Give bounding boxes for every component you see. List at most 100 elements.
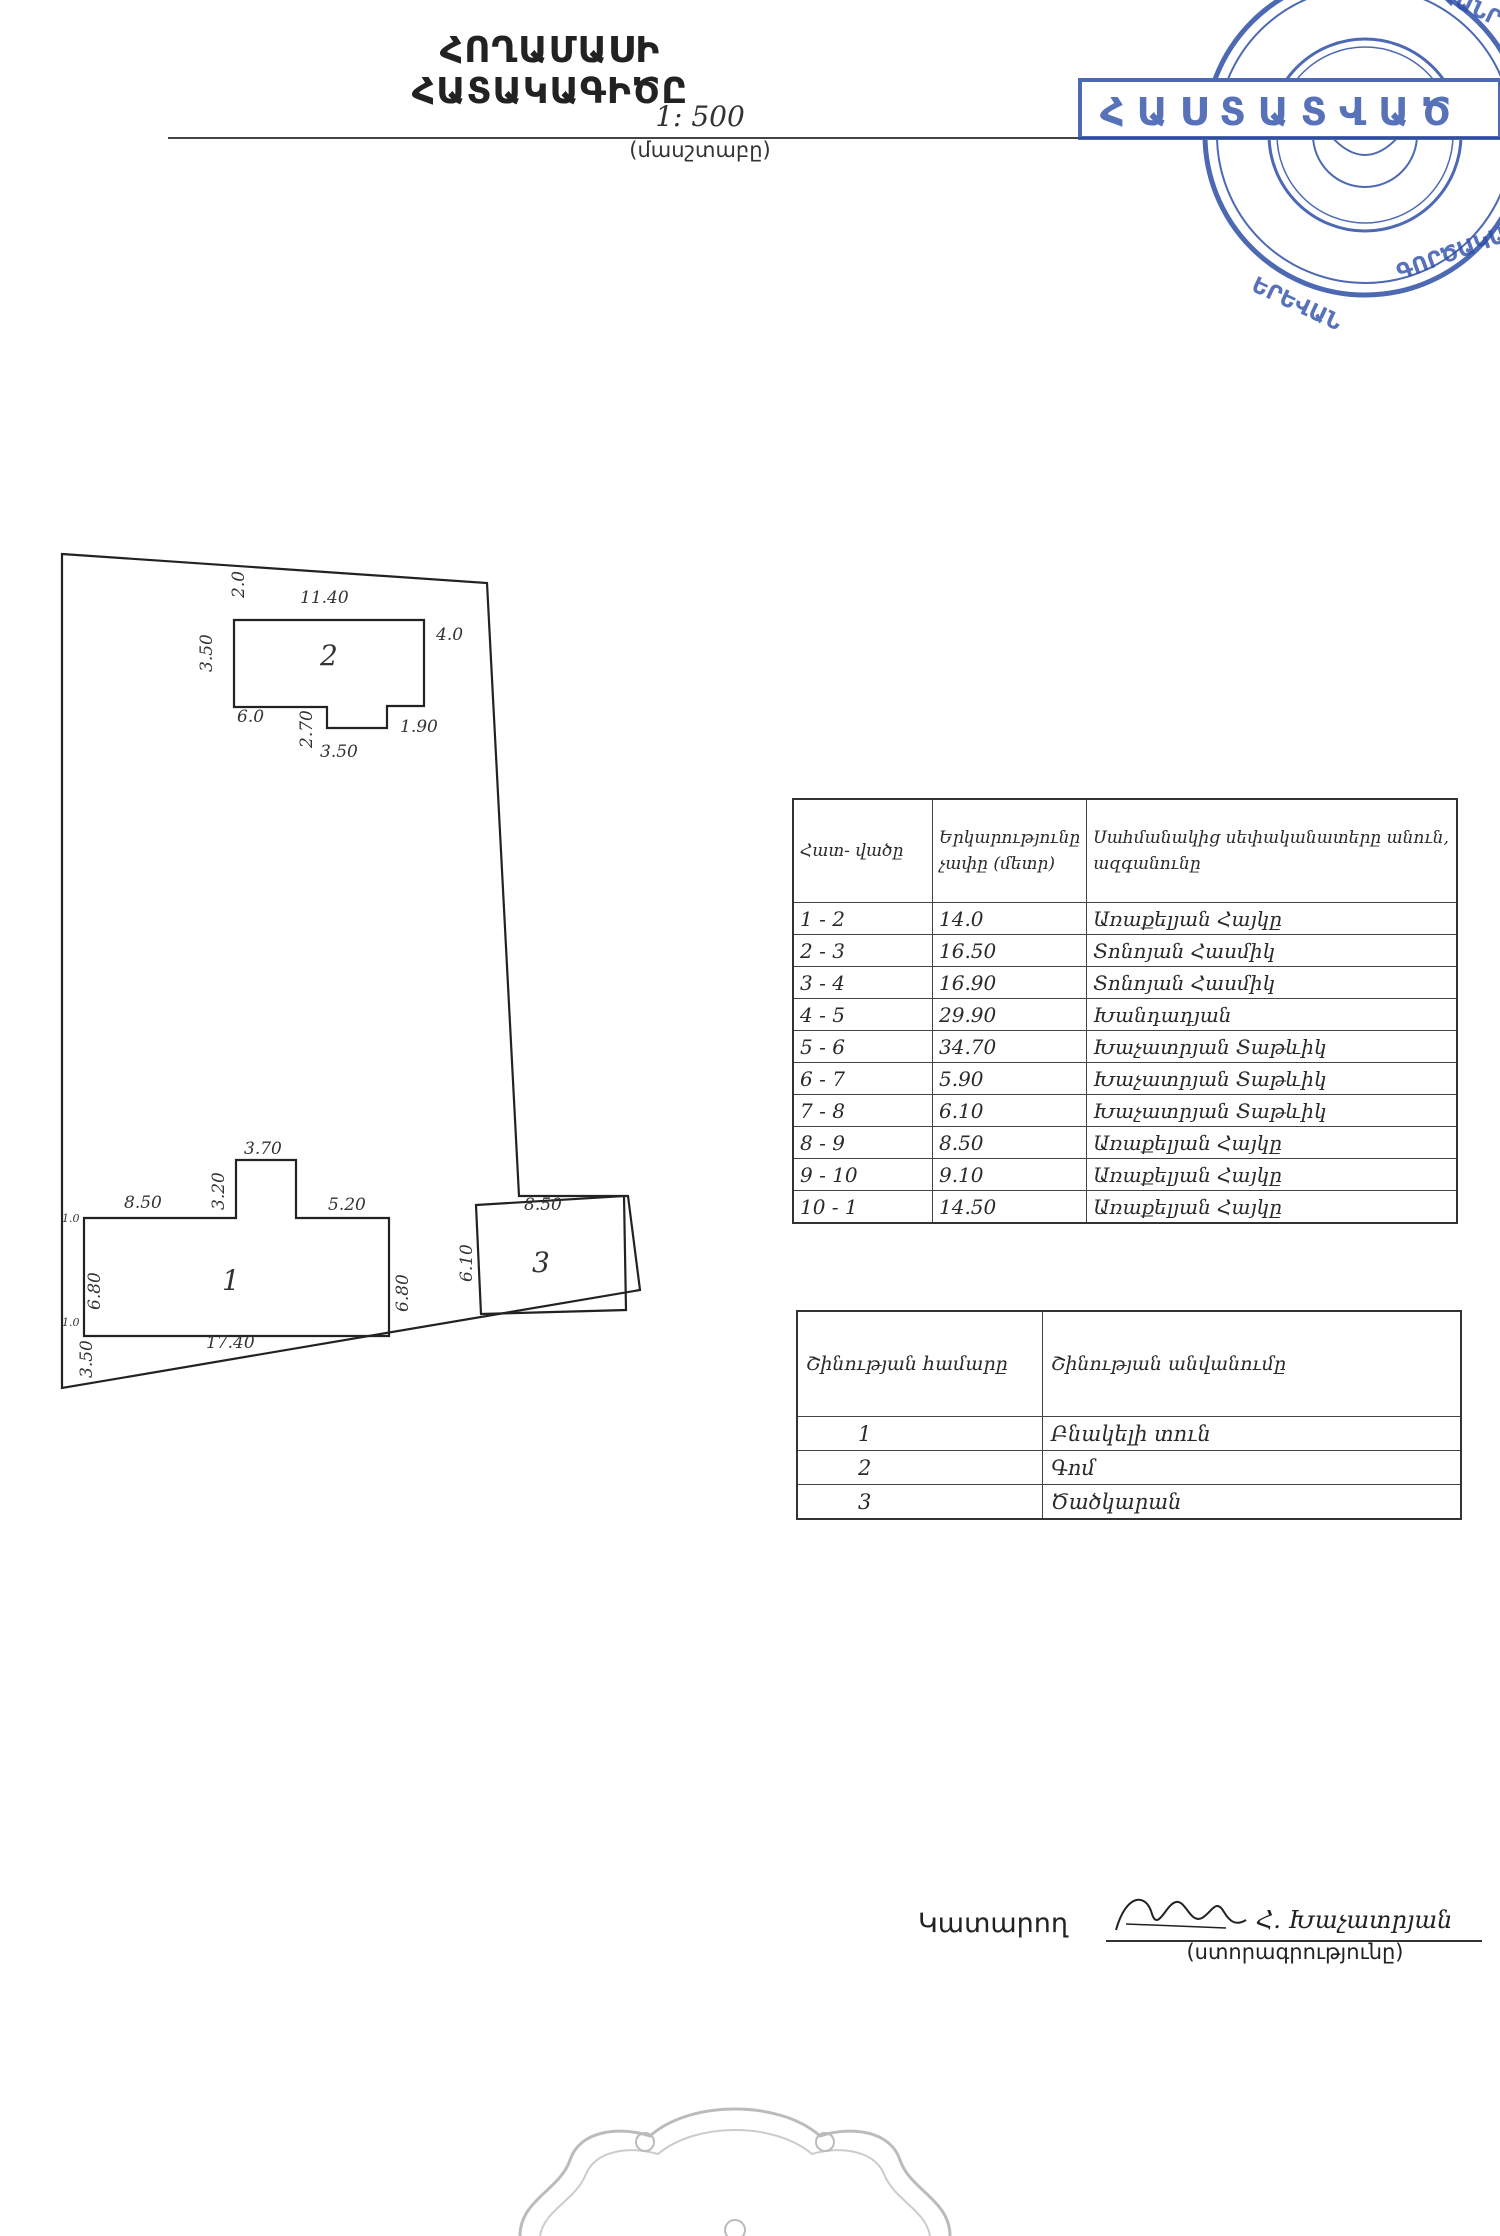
dim-label: 8.50: [524, 1195, 562, 1215]
building-name-cell: Բնակելի տուն: [1042, 1416, 1462, 1451]
building-name-cell: Ծածկարան: [1042, 1484, 1462, 1520]
signature-name: Հ. Խաչատրյան: [1256, 1906, 1452, 1934]
owner-cell: Խաչատրյան Տաթևիկ: [1086, 1062, 1458, 1095]
scale-caption: (մասշտաբը): [629, 138, 771, 162]
column-header: Երկարությունը չափը (մետր): [931, 798, 1088, 903]
length-cell: 34.70: [931, 1030, 1088, 1063]
signature-caption: (ստորագրությունը): [1186, 1940, 1404, 1964]
document-title: ՀՈՂԱՄԱՍԻ ՀԱՏԱԿԱԳԻԾԸ: [411, 30, 689, 112]
owner-cell: Առաքելյան Հայկը: [1086, 1158, 1458, 1191]
building-3-outline: [474, 1194, 628, 1316]
dim-label: 1.90: [400, 717, 438, 737]
length-cell: 29.90: [931, 998, 1088, 1031]
segment-cell: 10 - 1: [792, 1190, 933, 1224]
building-label-1: 1: [222, 1264, 240, 1297]
segment-cell: 6 - 7: [792, 1062, 933, 1095]
dim-label: 2.0: [229, 571, 249, 599]
table-row: 3 - 4 16.90 Տոնոյան Հասմիկ: [792, 966, 1458, 999]
dim-label: 17.40: [206, 1333, 255, 1353]
column-header: Սահմանակից սեփականատերը անուն, ազգանունը: [1086, 798, 1458, 903]
building-number-cell: 1: [796, 1416, 1043, 1451]
land-plot-plan: 2 1 3 11.40 2.0 3.50 4.0 6.0 2.70 3.50 1…: [60, 552, 642, 1390]
signature-line: [1106, 1940, 1482, 1942]
column-header: Շինության համարը: [796, 1310, 1043, 1417]
performer-label: Կատարող: [918, 1908, 1069, 1939]
dim-label: 6.10: [457, 1244, 477, 1282]
length-cell: 16.90: [931, 966, 1088, 999]
handwritten-signature: Հ. Խաչատրյան: [1115, 1898, 1452, 1934]
dim-label: 5.20: [328, 1195, 366, 1215]
owner-cell: Առաքելյան Հայկը: [1086, 1190, 1458, 1224]
dim-label: 6.0: [237, 707, 264, 727]
building-1-outline: [82, 1158, 391, 1338]
dim-label: 6.80: [85, 1272, 105, 1310]
dim-label: 3.70: [244, 1139, 282, 1159]
table-header-row: Հատ- վածը Երկարությունը չափը (մետր) Սահմ…: [792, 798, 1458, 903]
length-cell: 14.50: [931, 1190, 1088, 1224]
dim-label: 6.80: [393, 1274, 413, 1312]
owner-cell: Տոնոյան Հասմիկ: [1086, 934, 1458, 967]
dim-label: 3.20: [209, 1172, 229, 1210]
length-cell: 9.10: [931, 1158, 1088, 1191]
segment-cell: 2 - 3: [792, 934, 933, 967]
dim-label: 3.50: [320, 742, 358, 762]
table-row: 4 - 5 29.90 Խանդադյան: [792, 998, 1458, 1031]
length-cell: 5.90: [931, 1062, 1088, 1095]
official-seal-stamp: ՀԱՅԱՍՏԱՆԻ ՀԱՆՐԱՊԵՏՈՒԹՅՈՒՆ ԵՐԵՎԱՆ ԳՈՐԾԱԿԱ…: [1078, 0, 1500, 336]
table-header-row: Շինության համարը Շինության անվանումը: [796, 1310, 1462, 1417]
table-row: 6 - 7 5.90 Խաչատրյան Տաթևիկ: [792, 1062, 1458, 1095]
owner-cell: Խաչատրյան Տաթևիկ: [1086, 1030, 1458, 1063]
owner-cell: Խանդադյան: [1086, 998, 1458, 1031]
table-row: 8 - 9 8.50 Առաքելյան Հայկը: [792, 1126, 1458, 1159]
owner-cell: Առաքելյան Հայկը: [1086, 1126, 1458, 1159]
segment-cell: 8 - 9: [792, 1126, 933, 1159]
length-cell: 14.0: [931, 902, 1088, 935]
length-cell: 16.50: [931, 934, 1088, 967]
dim-label: 1.0: [62, 1316, 80, 1329]
table-row: 10 - 1 14.50 Առաքելյան Հայկը: [792, 1190, 1458, 1224]
scale-value: 1: 500: [655, 100, 745, 133]
building-label-3: 3: [532, 1246, 550, 1279]
owner-cell: Տոնոյան Հասմիկ: [1086, 966, 1458, 999]
table-row: 9 - 10 9.10 Առաքելյան Հայկը: [792, 1158, 1458, 1191]
column-header: Շինության անվանումը: [1042, 1310, 1462, 1417]
owner-cell: Խաչատրյան Տաթևիկ: [1086, 1094, 1458, 1127]
column-header: Հատ- վածը: [792, 798, 933, 903]
owner-cell: Առաքելյան Հայկը: [1086, 902, 1458, 935]
dim-label: 1.0: [62, 1212, 80, 1225]
building-2-outline: [232, 618, 426, 730]
table-row: 1 - 2 14.0 Առաքելյան Հայկը: [792, 902, 1458, 935]
segment-cell: 5 - 6: [792, 1030, 933, 1063]
segment-cell: 3 - 4: [792, 966, 933, 999]
building-number-cell: 2: [796, 1450, 1043, 1485]
segment-cell: 7 - 8: [792, 1094, 933, 1127]
dim-label: 8.50: [124, 1193, 162, 1213]
decorative-ornament: [518, 2107, 952, 2236]
table-row: 1 Բնակելի տուն: [796, 1416, 1462, 1451]
segment-cell: 1 - 2: [792, 902, 933, 935]
dim-label: 3.50: [77, 1340, 97, 1378]
table-row: 2 Գոմ: [796, 1450, 1462, 1485]
length-cell: 8.50: [931, 1126, 1088, 1159]
dim-label: 11.40: [300, 588, 349, 608]
stamp-center-text: ՀԱՍՏԱՏՎԱԾ: [1100, 90, 1463, 134]
dim-label: 2.70: [297, 710, 317, 749]
table-row: 7 - 8 6.10 Խաչատրյան Տաթևիկ: [792, 1094, 1458, 1127]
table-row: 5 - 6 34.70 Խաչատրյան Տաթևիկ: [792, 1030, 1458, 1063]
length-cell: 6.10: [931, 1094, 1088, 1127]
segment-cell: 9 - 10: [792, 1158, 933, 1191]
dim-label: 4.0: [435, 625, 463, 645]
plot-boundary: [60, 552, 642, 1390]
segment-cell: 4 - 5: [792, 998, 933, 1031]
svg-text:ԳՈՐԾԱԿԱԼ: ԳՈՐԾԱԿԱԼ: [1394, 218, 1500, 285]
building-name-cell: Գոմ: [1042, 1450, 1462, 1485]
title-underline: [168, 137, 1500, 139]
dim-label: 3.50: [197, 634, 217, 672]
table-row: 2 - 3 16.50 Տոնոյան Հասմիկ: [792, 934, 1458, 967]
building-number-cell: 3: [796, 1484, 1043, 1520]
buildings-table: Շինության համարը Շինության անվանումը 1 Բ…: [796, 1310, 1462, 1520]
svg-text:ՀԱՅԱՍՏԱՆԻ: ՀԱՅԱՍՏԱՆԻ: [1234, 0, 1379, 6]
building-label-2: 2: [319, 639, 338, 672]
table-row: 3 Ծածկարան: [796, 1484, 1462, 1520]
boundary-segments-table: Հատ- վածը Երկարությունը չափը (մետր) Սահմ…: [792, 798, 1458, 1224]
